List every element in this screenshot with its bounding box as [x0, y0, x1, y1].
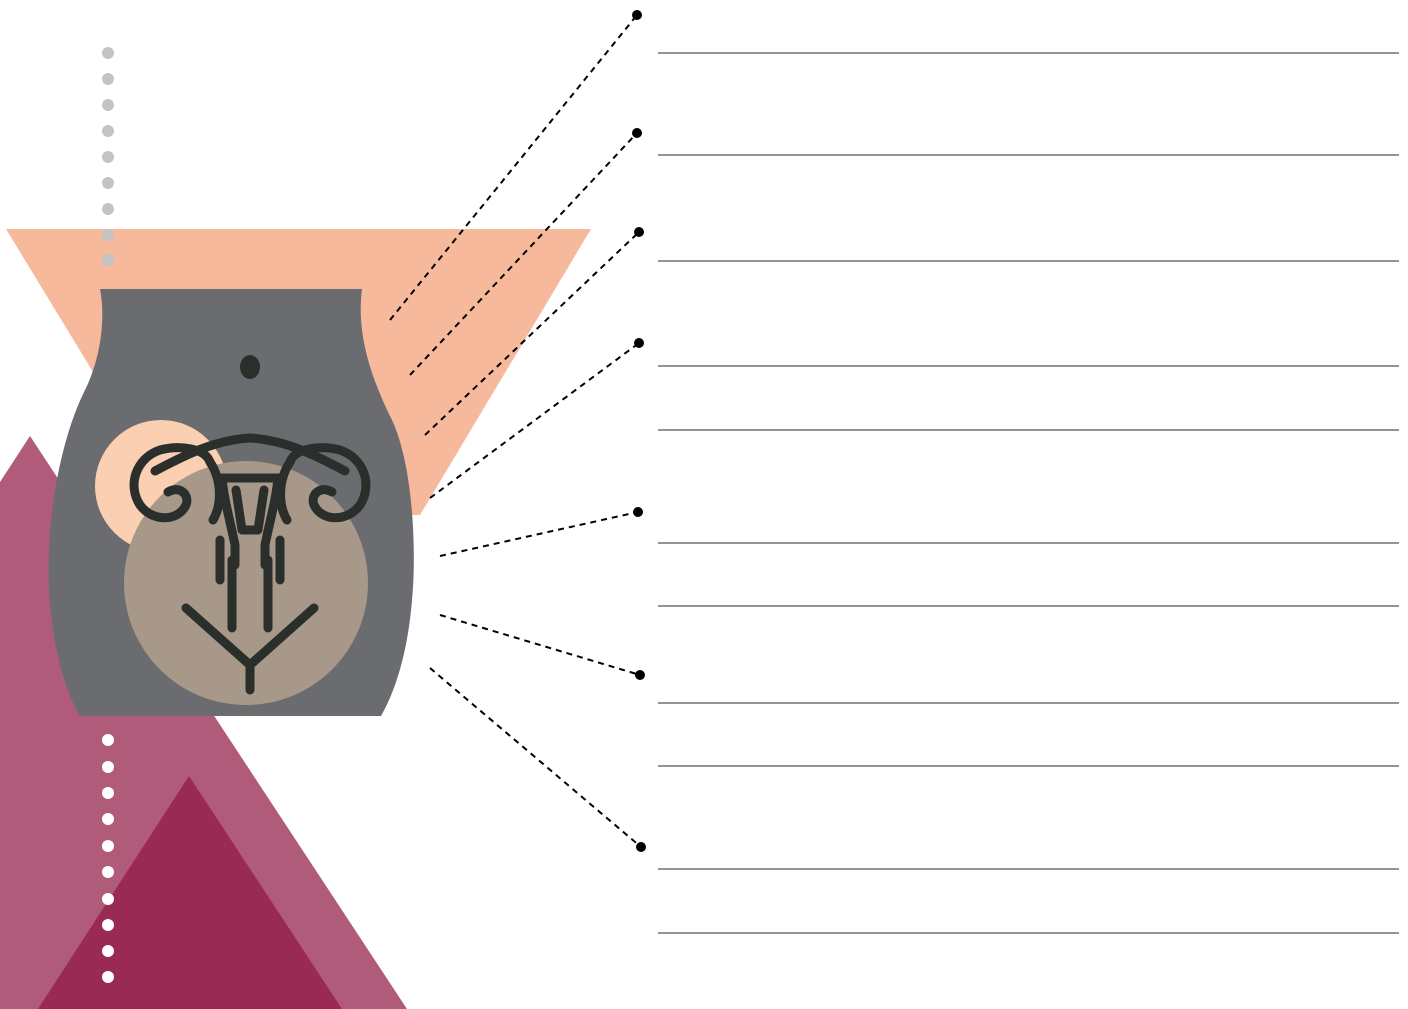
grey-dot — [102, 177, 114, 189]
white-dot — [102, 734, 114, 746]
grey-dot — [102, 99, 114, 111]
leader-endpoint-2 — [632, 128, 642, 138]
grey-dot — [102, 203, 114, 215]
leader-endpoint-3 — [634, 227, 644, 237]
white-dot — [102, 787, 114, 799]
leader-endpoint-6 — [635, 670, 645, 680]
grey-dot — [102, 151, 114, 163]
grey-dot — [102, 47, 114, 59]
leader-line-6 — [440, 615, 640, 675]
leader-endpoint-5 — [633, 507, 643, 517]
white-dot — [102, 813, 114, 825]
white-dot — [102, 893, 114, 905]
white-dot — [102, 840, 114, 852]
grey-dot — [102, 73, 114, 85]
white-dot — [102, 761, 114, 773]
white-dot — [102, 971, 114, 983]
leader-lines — [390, 10, 646, 852]
leader-line-7 — [430, 668, 641, 847]
leader-endpoint-7 — [636, 842, 646, 852]
leader-endpoint-4 — [634, 338, 644, 348]
leader-line-5 — [440, 512, 638, 556]
grey-dot — [102, 229, 114, 241]
answer-lines — [658, 53, 1399, 933]
white-dot — [102, 866, 114, 878]
white-dot — [102, 919, 114, 931]
grey-dot — [102, 125, 114, 137]
white-dot — [102, 945, 114, 957]
navel-icon — [240, 355, 260, 379]
grey-dot-column — [102, 47, 114, 266]
grey-dot — [102, 254, 114, 266]
leader-endpoint-1 — [632, 10, 642, 20]
